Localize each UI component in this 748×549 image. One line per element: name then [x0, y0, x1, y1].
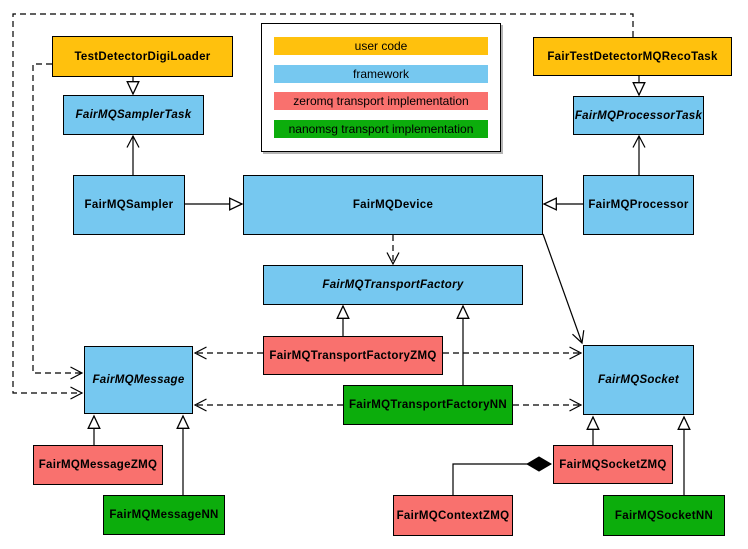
class-box-fairmqtransportfactory: FairMQTransportFactory [263, 265, 523, 305]
class-box-fairtestdetectormqrecotask: FairTestDetectorMQRecoTask [533, 37, 732, 76]
legend-item-framework: framework [274, 64, 488, 83]
edge-recotask-uses-message [12, 13, 634, 400]
class-label: FairMQTransportFactory [322, 279, 464, 291]
legend-label: framework [352, 66, 409, 81]
legend-item-user_code: user code [274, 37, 488, 55]
class-box-fairmqmessagezmq: FairMQMessageZMQ [33, 445, 163, 485]
class-box-fairmqtransportfactorynn: FairMQTransportFactoryNN [343, 385, 513, 425]
class-box-fairmqprocessortask: FairMQProcessorTask [573, 96, 704, 135]
class-box-fairmqsocketzmq: FairMQSocketZMQ [553, 445, 673, 484]
class-label: FairTestDetectorMQRecoTask [547, 50, 718, 63]
legend-label: user code [354, 39, 408, 53]
class-label: FairMQContextZMQ [396, 509, 510, 522]
class-box-fairmqsamplertask: FairMQSamplerTask [63, 95, 204, 135]
class-box-fairmqcontextzmq: FairMQContextZMQ [393, 495, 513, 536]
edge-contextzmq-composed-in-socketzmq [452, 456, 552, 495]
class-label: TestDetectorDigiLoader [74, 50, 211, 63]
class-label: FairMQSocketZMQ [559, 458, 667, 471]
class-box-fairmqtransportfactoryzmq: FairMQTransportFactoryZMQ [263, 336, 443, 375]
legend-label: zeromq transport implementation [293, 94, 469, 109]
legend-item-zeromq: zeromq transport implementation [274, 92, 488, 111]
class-label: FairMQSocket [598, 374, 679, 386]
class-label: FairMQMessageZMQ [38, 459, 158, 471]
class-box-fairmqprocessor: FairMQProcessor [583, 175, 694, 235]
edge-device-to-socket [542, 233, 585, 345]
legend-item-nanomsg: nanomsg transport implementation [274, 119, 488, 138]
class-label: FairMQDevice [352, 199, 434, 211]
class-box-fairmqsampler: FairMQSampler [73, 175, 185, 235]
class-label: FairMQSampler [84, 199, 174, 211]
class-box-fairmqsocketnn: FairMQSocketNN [603, 495, 725, 536]
class-label: FairMQTransportFactoryZMQ [269, 349, 437, 362]
class-box-testdetectordigiloader: TestDetectorDigiLoader [52, 36, 233, 77]
edge-digiloader-uses-message [32, 63, 84, 380]
class-label: FairMQSamplerTask [75, 109, 192, 121]
class-box-fairmqmessage: FairMQMessage [84, 346, 193, 414]
class-label: FairMQProcessorTask [574, 109, 703, 122]
legend-label: nanomsg transport implementation [288, 121, 474, 136]
class-label: FairMQProcessor [588, 199, 689, 211]
class-box-fairmqsocket: FairMQSocket [583, 345, 694, 415]
class-label: FairMQTransportFactoryNN [348, 399, 507, 411]
class-label: FairMQMessage [92, 374, 185, 386]
legend: user code framework zeromq transport imple… [261, 23, 501, 152]
class-label: FairMQMessageNN [109, 509, 219, 521]
class-box-fairmqmessagenn: FairMQMessageNN [103, 495, 225, 535]
class-box-fairmqdevice: FairMQDevice [243, 175, 543, 235]
class-label: FairMQSocketNN [614, 509, 714, 522]
